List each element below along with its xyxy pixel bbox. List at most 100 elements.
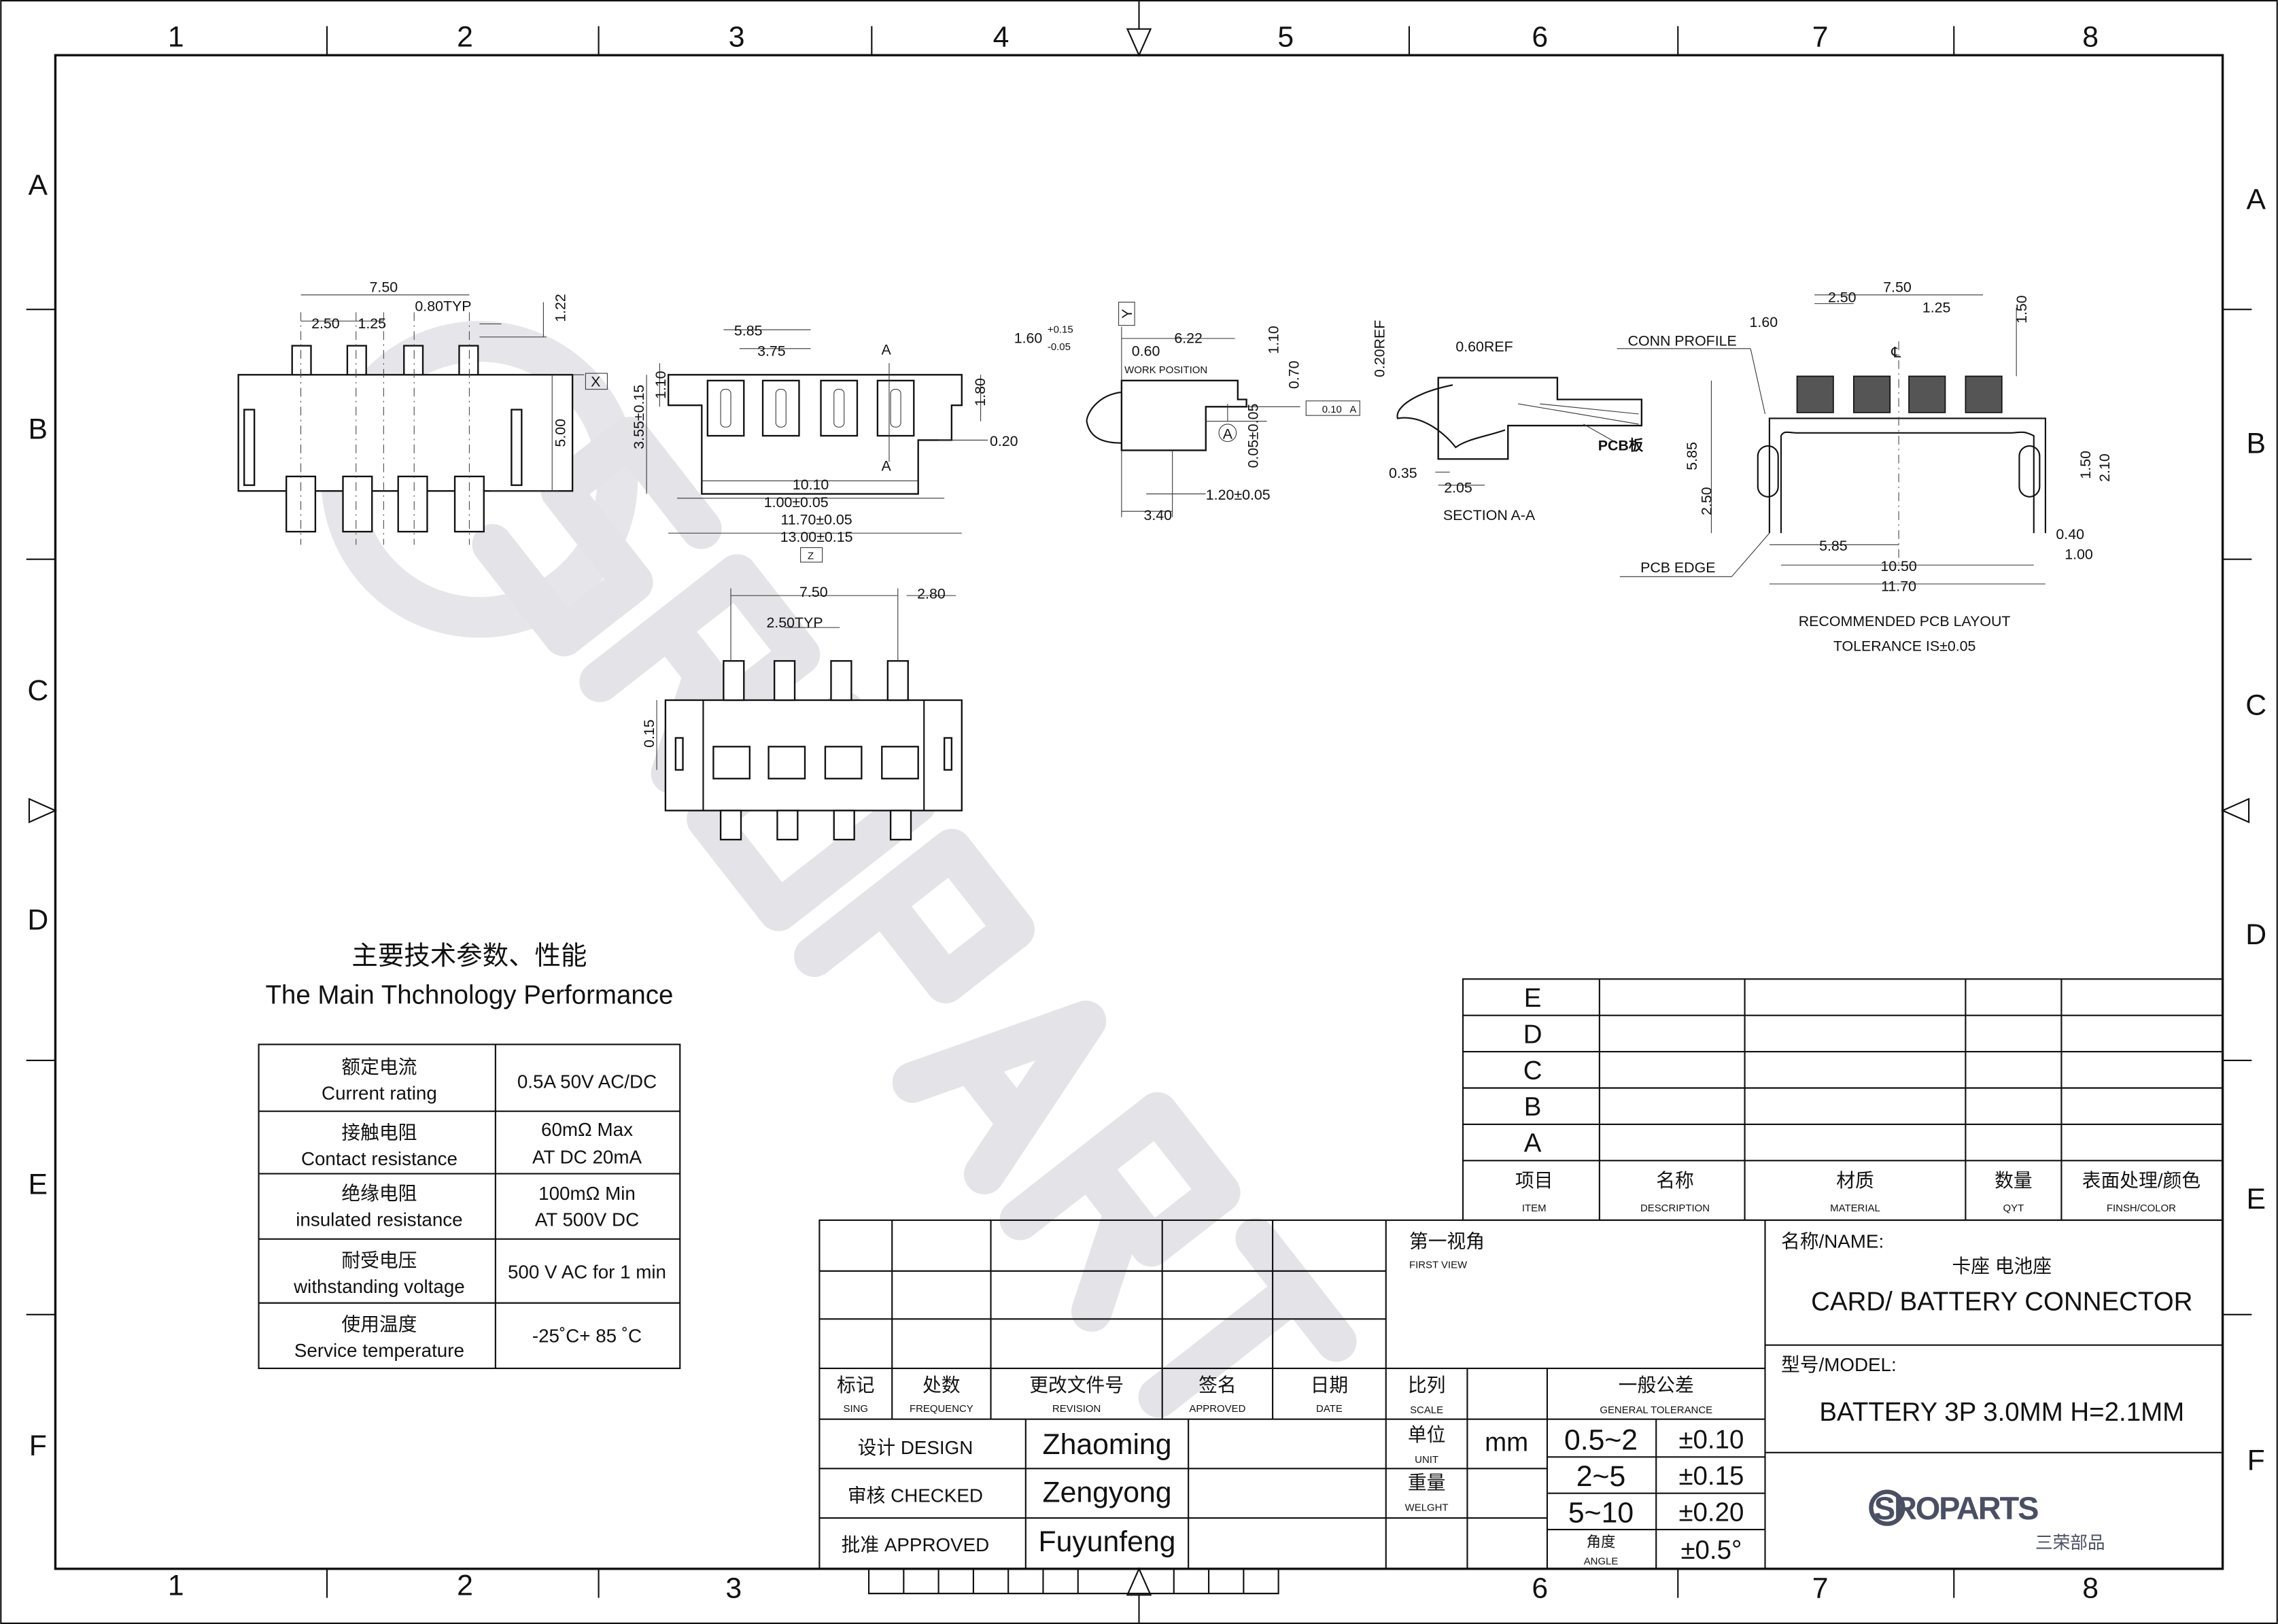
performance-title-cn: 主要技术参数、性能 [351, 941, 587, 971]
pcb-label: PCB板 [1598, 437, 1644, 453]
header-cn: 名称 [1656, 1170, 1694, 1191]
col-label: 1 [168, 20, 184, 53]
dim-label: 0.15 [641, 719, 657, 748]
scale-cn: 比列 [1408, 1375, 1446, 1396]
row-label: B [2246, 428, 2266, 460]
dim-label: 5.85 [1684, 442, 1700, 470]
dim-label: 1.50 [2077, 451, 2094, 479]
dim-label: 5.00 [552, 419, 568, 447]
header-cn: 项目 [1515, 1170, 1553, 1191]
row-label: D [27, 904, 48, 937]
dim-label: 1.10 [1266, 326, 1282, 354]
dim-label: 11.70±0.05 [781, 511, 852, 528]
dim-label: 1.10 [653, 370, 669, 399]
spec-name-cn: 使用温度 [341, 1313, 417, 1334]
angle-en: ANGLE [1584, 1555, 1619, 1567]
header-cn: 材质 [1836, 1170, 1874, 1191]
watermark [321, 321, 1357, 1418]
rev-header-cn: 日期 [1311, 1375, 1349, 1396]
header-en: DESCRIPTION [1640, 1203, 1710, 1214]
dim-label: 1.00±0.05 [764, 494, 829, 511]
dim-label: 2.50 [1828, 289, 1857, 305]
dim-label: 3.40 [1143, 507, 1172, 523]
dim-label: 0.05±0.05 [1245, 404, 1262, 468]
spec-name-en: Service temperature [294, 1340, 464, 1361]
spec-value: 0.5A 50V AC/DC [517, 1071, 657, 1092]
dim-label: 1.00 [2065, 547, 2093, 563]
col-label: 2 [457, 20, 473, 53]
datum-z: Z [808, 551, 814, 562]
unit-value: mm [1485, 1428, 1528, 1457]
row-label: A [29, 169, 48, 201]
signoff-name: Fuyunfeng [1039, 1525, 1176, 1558]
dim-label: 1.60 [1750, 314, 1778, 330]
col-label: 6 [1532, 20, 1548, 53]
first-view-en: FIRST VIEW [1409, 1259, 1468, 1271]
flatness-value: 0.10 [1322, 404, 1342, 415]
dim-label: 1.50 [2014, 295, 2030, 324]
part-name-cn: 卡座 电池座 [1952, 1256, 2052, 1277]
signoff-name: Zengyong [1042, 1476, 1171, 1509]
rev-header-en: DATE [1316, 1403, 1343, 1415]
dim-label: 2.50 [311, 315, 340, 332]
row-label: C [27, 674, 48, 707]
col-label: 7 [1812, 20, 1829, 53]
pcb-layout-view: CONN PROFILE 1.60 2.50 7.50 1.25 1.50 ℄ … [1617, 279, 2113, 654]
part-name-en: CARD/ BATTERY CONNECTOR [1811, 1287, 2192, 1316]
detail-a: A [1223, 426, 1233, 442]
parts-row-item: B [1524, 1092, 1542, 1122]
logo-cn: 三荣部品 [2035, 1533, 2105, 1553]
dim-label: 1.22 [552, 294, 568, 322]
header-en: ITEM [1522, 1203, 1547, 1214]
dim-label: 10.50 [1880, 558, 1917, 574]
dim-label: 1.25 [358, 315, 386, 332]
pcb-layout-tolerance: TOLERANCE IS±0.05 [1833, 638, 1976, 654]
dim-label: 2.05 [1444, 479, 1472, 496]
dim-label: 1.25 [1922, 299, 1951, 315]
dim-label: 0.20REF [1372, 320, 1388, 377]
spec-name-cn: 额定电流 [341, 1056, 417, 1077]
dim-label: 1.60 [1014, 330, 1043, 346]
tolerance-en: GENERAL TOLERANCE [1600, 1404, 1712, 1416]
dim-label: 1.80 [972, 378, 988, 407]
dim-label: 5.85 [1819, 538, 1848, 554]
work-position-label: WORK POSITION [1124, 364, 1207, 376]
rev-header-cn: 处数 [922, 1375, 961, 1396]
weight-en: WELGHT [1405, 1502, 1449, 1513]
datum-x: X [591, 373, 600, 390]
header-cn: 表面处理/颜色 [2082, 1170, 2201, 1191]
spec-name-en: insulated resistance [296, 1209, 462, 1230]
dim-label: 0.70 [1286, 360, 1302, 389]
spec-value: -25˚C+ 85 ˚C [532, 1325, 642, 1346]
bottom-view: 7.50 2.80 2.50TYP 0.15 [641, 584, 963, 841]
dim-label: 0.60REF [1455, 339, 1513, 355]
spec-value: AT DC 20mA [532, 1147, 642, 1168]
parts-row-item: A [1524, 1129, 1542, 1158]
section-a-a: 0.20REF 0.60REF PCB板 0.35 2.05 SECTION A… [1372, 320, 1644, 523]
row-label: E [29, 1168, 48, 1200]
col-label: 1 [168, 1569, 184, 1602]
spec-value: AT 500V DC [535, 1209, 639, 1230]
rev-header-cn: 更改文件号 [1029, 1375, 1124, 1396]
dim-label: 10.10 [793, 477, 829, 493]
header-cn: 数量 [1995, 1170, 2033, 1191]
dim-label: 0.40 [2056, 526, 2084, 542]
spec-name-en: Contact resistance [301, 1148, 458, 1169]
col-label: 7 [1812, 1572, 1829, 1605]
logo-text: SROPARTS [1874, 1490, 2038, 1526]
dim-label: 7.50 [1883, 279, 1912, 296]
spec-name-cn: 绝缘电阻 [341, 1183, 417, 1204]
row-label: A [2246, 184, 2266, 216]
row-label: B [29, 413, 48, 445]
dim-label: 0.60 [1132, 343, 1160, 360]
rev-header-en: FREQUENCY [910, 1403, 973, 1415]
dim-label: 11.70 [1881, 578, 1916, 595]
dim-label: 7.50 [370, 279, 398, 296]
col-label: 4 [993, 20, 1009, 53]
dim-tol-minus: -0.05 [1048, 341, 1071, 353]
spec-name-cn: 耐受电压 [341, 1249, 417, 1271]
dim-label: 2.50 [1698, 487, 1714, 515]
sroparts-logo: SROPARTS 三荣部品 [1869, 1489, 2105, 1553]
dim-label: 13.00±0.15 [780, 529, 853, 545]
